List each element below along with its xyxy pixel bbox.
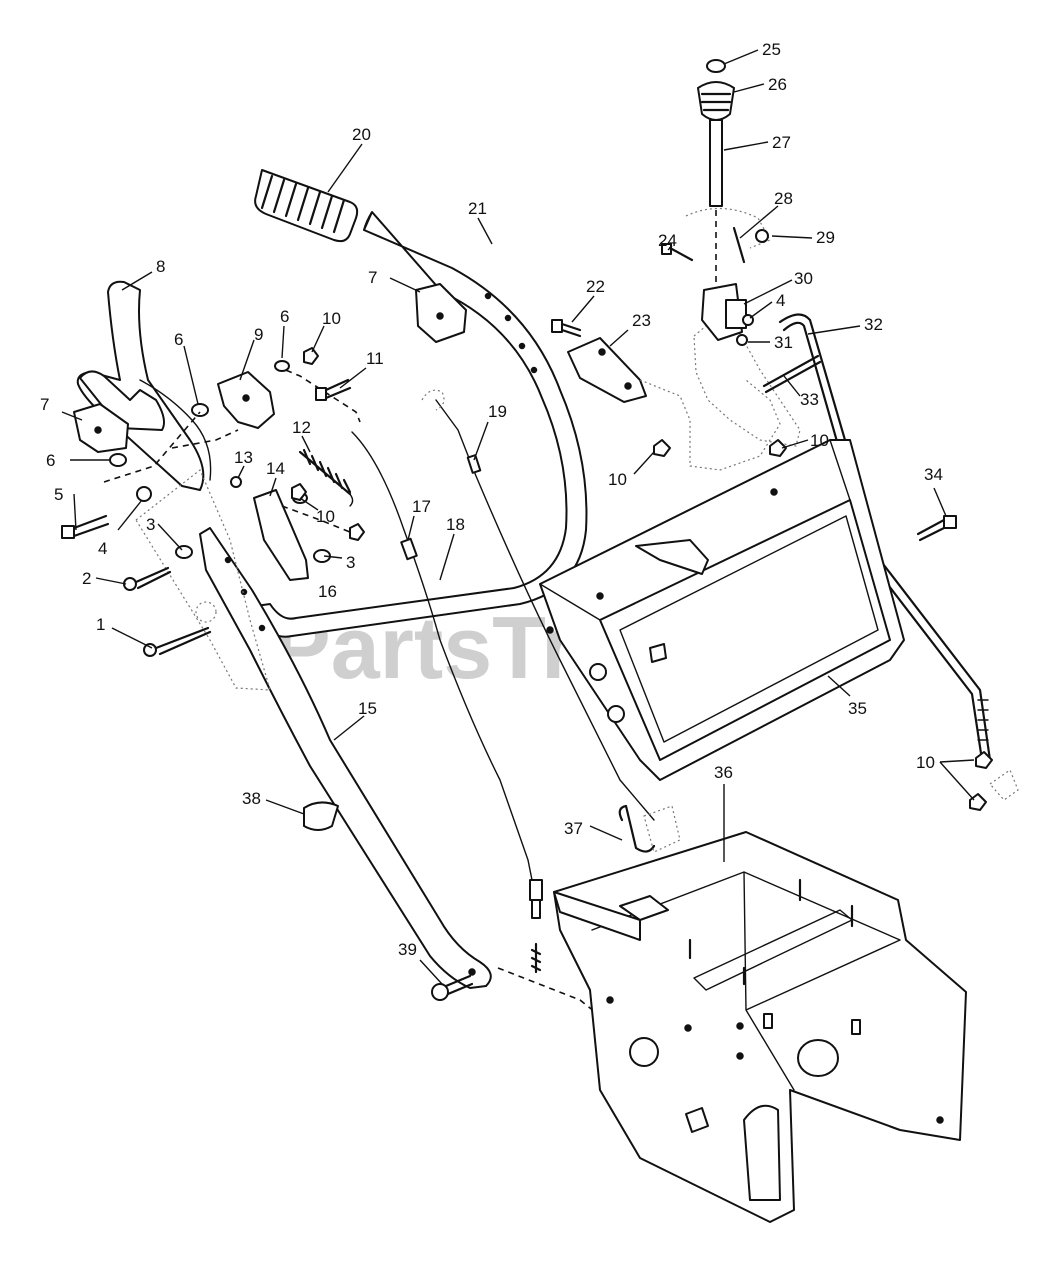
callout-16: 16	[318, 582, 337, 601]
pin-13	[230, 476, 242, 488]
shift-block	[725, 299, 747, 329]
pin-28-outline	[685, 207, 771, 249]
nut-10a	[303, 347, 319, 365]
callout-5: 5	[54, 485, 63, 504]
callout-1: 1	[96, 615, 105, 634]
callout-33: 33	[800, 390, 819, 409]
nut-10g	[975, 751, 993, 769]
nut-29	[755, 229, 769, 243]
cable-clip	[303, 801, 339, 831]
frame-assembly	[553, 831, 967, 1223]
callout-35: 35	[848, 699, 867, 718]
callout-39: 39	[398, 940, 417, 959]
bolt-33	[762, 354, 822, 394]
side-plate-outline	[135, 469, 271, 691]
bracket-hole	[436, 312, 444, 320]
callout-6: 6	[280, 307, 289, 326]
hook-bracket-outline	[643, 805, 681, 853]
lower-handle	[199, 527, 492, 989]
callout-7: 7	[40, 395, 49, 414]
callout-23: 23	[632, 311, 651, 330]
callout-12: 12	[292, 418, 311, 437]
callout-13: 13	[234, 448, 253, 467]
callout-10: 10	[322, 309, 341, 328]
bolt-24	[661, 243, 694, 262]
console-outline	[639, 379, 781, 471]
lever-assembly-line	[275, 365, 361, 423]
callout-36: 36	[714, 763, 733, 782]
callout-10: 10	[608, 470, 627, 489]
washer-31	[736, 334, 748, 346]
lever-bracket-hole	[242, 394, 250, 402]
dashboard-panel	[539, 439, 905, 781]
callout-2: 2	[82, 569, 91, 588]
callout-3: 3	[146, 515, 155, 534]
callout-19: 19	[488, 402, 507, 421]
callout-15: 15	[358, 699, 377, 718]
callout-8: 8	[156, 257, 165, 276]
callout-20: 20	[352, 125, 371, 144]
callout-6: 6	[174, 330, 183, 349]
bolt-39	[431, 974, 474, 1001]
callout-4: 4	[98, 539, 107, 558]
pin-28	[732, 226, 746, 264]
left-hardware	[61, 403, 239, 657]
lever-plate-line	[281, 505, 351, 533]
callout-34: 34	[924, 465, 943, 484]
callout-10: 10	[316, 507, 335, 526]
nut-10c	[291, 483, 307, 501]
callout-37: 37	[564, 819, 583, 838]
callout-26: 26	[768, 75, 787, 94]
callout-6: 6	[46, 451, 55, 470]
shift-bracket-23	[567, 337, 647, 403]
bolt-11	[315, 378, 352, 401]
left-handle-assembly	[73, 280, 212, 491]
callout-31: 31	[774, 333, 793, 352]
nut-10h	[969, 793, 987, 811]
callout-32: 32	[864, 315, 883, 334]
bolt-34	[916, 515, 957, 542]
spring-hook	[618, 804, 656, 853]
callout-25: 25	[762, 40, 781, 59]
cables	[351, 389, 655, 1049]
callout-labels: 1 2 3 3 4 4 5 6 6 6 7 7 8 9 10 10 10 10 …	[40, 40, 943, 959]
callout-17: 17	[412, 497, 431, 516]
extension-spring	[298, 448, 354, 507]
rod-end-outline	[989, 769, 1019, 801]
callout-27: 27	[772, 133, 791, 152]
callout-21: 21	[468, 199, 487, 218]
leader-lines	[61, 49, 975, 985]
spacer-6b	[274, 360, 290, 372]
callout-22: 22	[586, 277, 605, 296]
callout-29: 29	[816, 228, 835, 247]
callout-11: 11	[366, 349, 384, 368]
callout-7: 7	[368, 268, 377, 287]
callout-10: 10	[810, 431, 829, 450]
callout-30: 30	[794, 269, 813, 288]
nut-10d	[349, 523, 365, 541]
shift-rod	[697, 59, 735, 290]
nut-10e	[653, 439, 671, 457]
lever-plate	[253, 489, 309, 581]
callout-38: 38	[242, 789, 261, 808]
nut-10f	[769, 439, 787, 457]
callout-28: 28	[774, 189, 793, 208]
callout-14: 14	[266, 459, 285, 478]
callout-9: 9	[254, 325, 263, 344]
callout-4: 4	[776, 291, 785, 310]
callout-3: 3	[346, 553, 355, 572]
callout-18: 18	[446, 515, 465, 534]
bolt-22	[551, 319, 582, 338]
callout-24: 24	[658, 231, 677, 250]
hand-grip	[254, 169, 359, 243]
callout-10: 10	[916, 753, 935, 772]
plate-hole	[195, 601, 217, 623]
